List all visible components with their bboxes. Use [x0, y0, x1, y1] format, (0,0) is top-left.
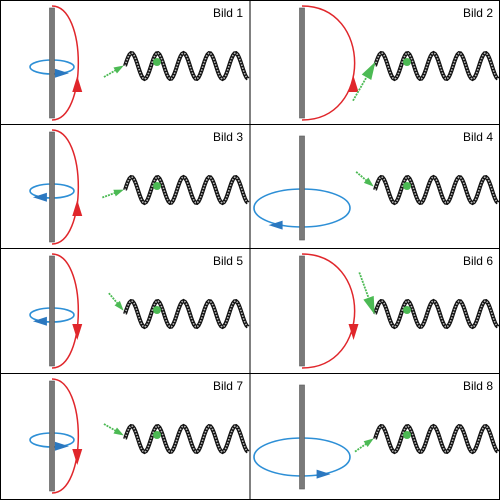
ring-direction-arrow — [54, 68, 69, 78]
spring-highlight — [374, 176, 499, 204]
field-direction-arrow — [348, 76, 359, 92]
pointer-arrowhead — [114, 300, 124, 311]
panel-label: Bild 7 — [213, 379, 243, 393]
field-loop — [51, 378, 80, 494]
panel-4: Bild 4 — [253, 130, 500, 241]
ring-direction-arrow — [32, 316, 47, 326]
wire — [49, 7, 55, 119]
panel-8: Bild 8 — [253, 379, 500, 490]
wire — [299, 7, 305, 119]
pointer-arrowhead — [363, 177, 374, 187]
green-marker-dot — [403, 431, 411, 439]
pointer-arrowhead — [113, 189, 124, 197]
wire — [299, 135, 305, 241]
panel-label: Bild 2 — [463, 6, 493, 20]
field-loop — [51, 253, 80, 369]
wire — [49, 131, 55, 243]
spring-highlight — [124, 176, 249, 204]
ring-direction-arrow — [32, 192, 47, 202]
panel-label: Bild 1 — [213, 6, 243, 20]
pointer-arrowhead — [113, 65, 124, 74]
wire — [49, 255, 55, 367]
field-direction-arrow — [348, 324, 359, 340]
green-marker-dot — [403, 182, 411, 190]
spring-highlight — [124, 425, 249, 453]
panel-1: Bild 1 — [29, 5, 250, 121]
spring-highlight — [374, 425, 499, 453]
panel-3: Bild 3 — [29, 129, 250, 245]
panel-5: Bild 5 — [29, 253, 250, 369]
ring-direction-arrow — [268, 220, 283, 230]
green-marker-dot — [153, 58, 161, 66]
wire — [299, 255, 305, 367]
spring-highlight — [124, 300, 249, 328]
green-marker-dot — [153, 431, 161, 439]
ring-direction-arrow — [54, 441, 69, 451]
panel-label: Bild 4 — [463, 130, 493, 144]
panel-label: Bild 5 — [213, 254, 243, 268]
field-loop — [51, 129, 80, 245]
green-marker-dot — [153, 182, 161, 190]
panel-label: Bild 3 — [213, 130, 243, 144]
spring-highlight — [374, 300, 499, 328]
pointer-arrowhead — [113, 427, 124, 436]
wire — [299, 384, 305, 490]
panel-7: Bild 7 — [29, 378, 250, 494]
green-marker-dot — [153, 306, 161, 314]
panel-2: Bild 2 — [299, 5, 500, 121]
spring-highlight — [124, 52, 249, 80]
ring-direction-arrow — [316, 469, 331, 479]
pointer-arrowhead — [363, 438, 374, 448]
panel-6: Bild 6 — [299, 253, 500, 369]
field-loop — [301, 253, 356, 369]
field-direction-arrow — [72, 324, 83, 340]
panel-label: Bild 8 — [463, 379, 493, 393]
field-loop — [301, 5, 356, 121]
panel-label: Bild 6 — [463, 254, 493, 268]
wire — [49, 380, 55, 492]
green-marker-dot — [403, 306, 411, 314]
field-direction-arrow — [72, 76, 83, 92]
field-direction-arrow — [72, 200, 83, 216]
spring-highlight — [374, 52, 499, 80]
pointer-arrowhead — [361, 61, 376, 81]
green-marker-dot — [403, 58, 411, 66]
field-direction-arrow — [72, 449, 83, 465]
pointer-arrowhead — [363, 295, 375, 315]
field-loop — [51, 5, 80, 121]
